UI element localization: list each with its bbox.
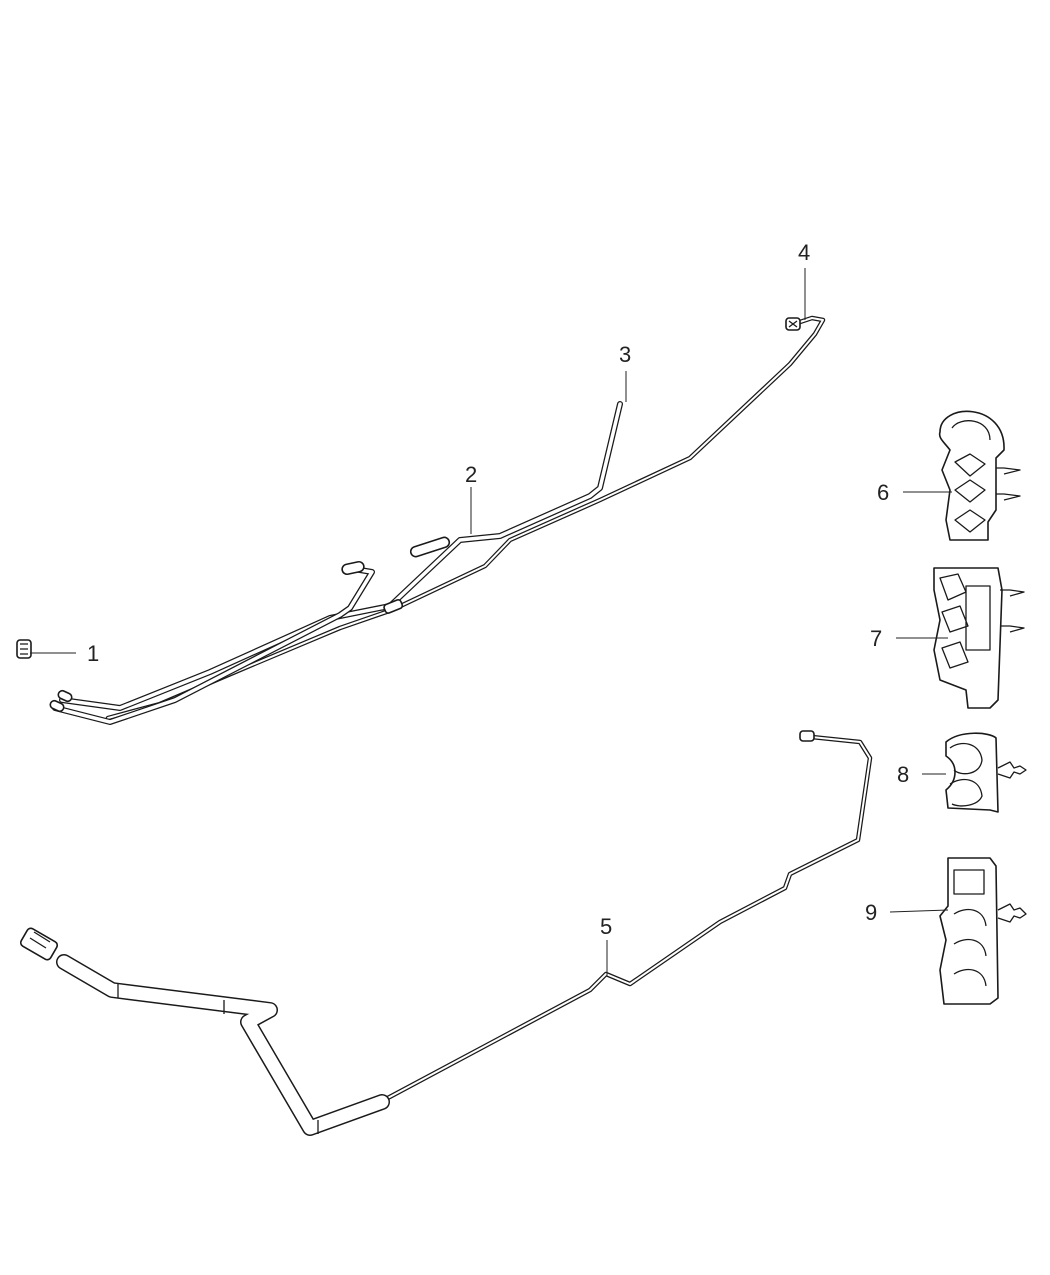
callout-6: 6 bbox=[877, 480, 952, 505]
fuel-line-long bbox=[105, 315, 826, 721]
fuel-line-lower bbox=[52, 565, 375, 725]
callout-8: 8 bbox=[897, 762, 946, 787]
part-5-fitting bbox=[799, 730, 815, 742]
svg-text:8: 8 bbox=[897, 762, 909, 787]
fuel-line-part-5 bbox=[19, 730, 873, 1136]
tube-end-fitting bbox=[341, 560, 365, 576]
callout-2: 2 bbox=[465, 462, 477, 534]
callout-7: 7 bbox=[870, 626, 948, 651]
svg-text:5: 5 bbox=[600, 914, 612, 939]
tube-end-fitting bbox=[409, 536, 451, 558]
svg-text:4: 4 bbox=[798, 240, 810, 265]
part-8-clip bbox=[945, 732, 1027, 813]
svg-text:3: 3 bbox=[619, 342, 631, 367]
part-5-end-connector bbox=[19, 927, 59, 961]
svg-text:6: 6 bbox=[877, 480, 889, 505]
part-1-clip bbox=[16, 639, 32, 659]
part-6-clip bbox=[938, 410, 1021, 541]
tube-end-fitting bbox=[57, 689, 73, 703]
part-7-clip bbox=[933, 567, 1025, 709]
tube-end-fitting bbox=[49, 699, 65, 713]
upper-line-assembly bbox=[49, 315, 826, 725]
svg-text:7: 7 bbox=[870, 626, 882, 651]
svg-text:2: 2 bbox=[465, 462, 477, 487]
part-9-clip bbox=[939, 857, 1027, 1005]
tube-connector bbox=[383, 599, 404, 614]
svg-text:1: 1 bbox=[87, 641, 99, 666]
callout-3: 3 bbox=[619, 342, 631, 402]
fuel-line-part-2 bbox=[59, 401, 623, 711]
callout-5: 5 bbox=[600, 914, 612, 976]
svg-text:9: 9 bbox=[865, 900, 877, 925]
part-4-connector bbox=[785, 317, 801, 331]
callout-4: 4 bbox=[798, 240, 810, 320]
callout-1: 1 bbox=[30, 641, 99, 666]
callout-9: 9 bbox=[865, 900, 949, 925]
